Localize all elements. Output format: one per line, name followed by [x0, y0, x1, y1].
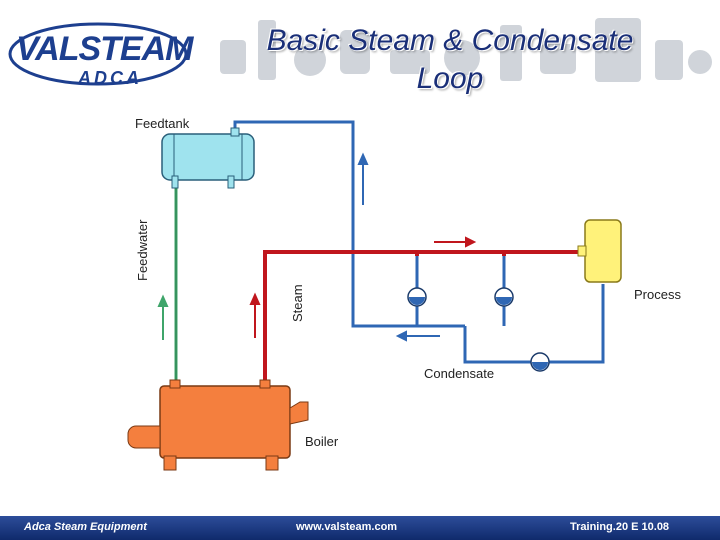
steam-trap: [408, 288, 426, 306]
flow-arrow-right: [434, 238, 474, 246]
condensate-pipe: [235, 122, 603, 362]
footer-website: www.valsteam.com: [296, 521, 397, 533]
flow-arrow-up: [251, 295, 259, 338]
flow-arrow-up: [359, 155, 367, 205]
steam-label: Steam: [290, 284, 305, 322]
footer-company: Adca Steam Equipment: [24, 521, 147, 533]
footer-reference: Training.20 E 10.08: [570, 521, 669, 533]
boiler-label: Boiler: [305, 434, 338, 449]
boiler: [128, 380, 308, 470]
feedtank-label: Feedtank: [135, 116, 189, 131]
steam-trap: [531, 353, 549, 371]
feedtank: [162, 128, 254, 188]
condensate-label: Condensate: [424, 366, 494, 381]
process-label: Process: [634, 287, 681, 302]
process-unit: [578, 220, 621, 282]
footer-bar: Adca Steam Equipment www.valsteam.com Tr…: [0, 516, 720, 540]
flow-arrow-up: [159, 297, 167, 340]
flow-arrow-left: [398, 332, 440, 340]
steam-loop-diagram: [0, 0, 720, 516]
steam-trap: [495, 288, 513, 306]
feedwater-label: Feedwater: [135, 220, 150, 281]
